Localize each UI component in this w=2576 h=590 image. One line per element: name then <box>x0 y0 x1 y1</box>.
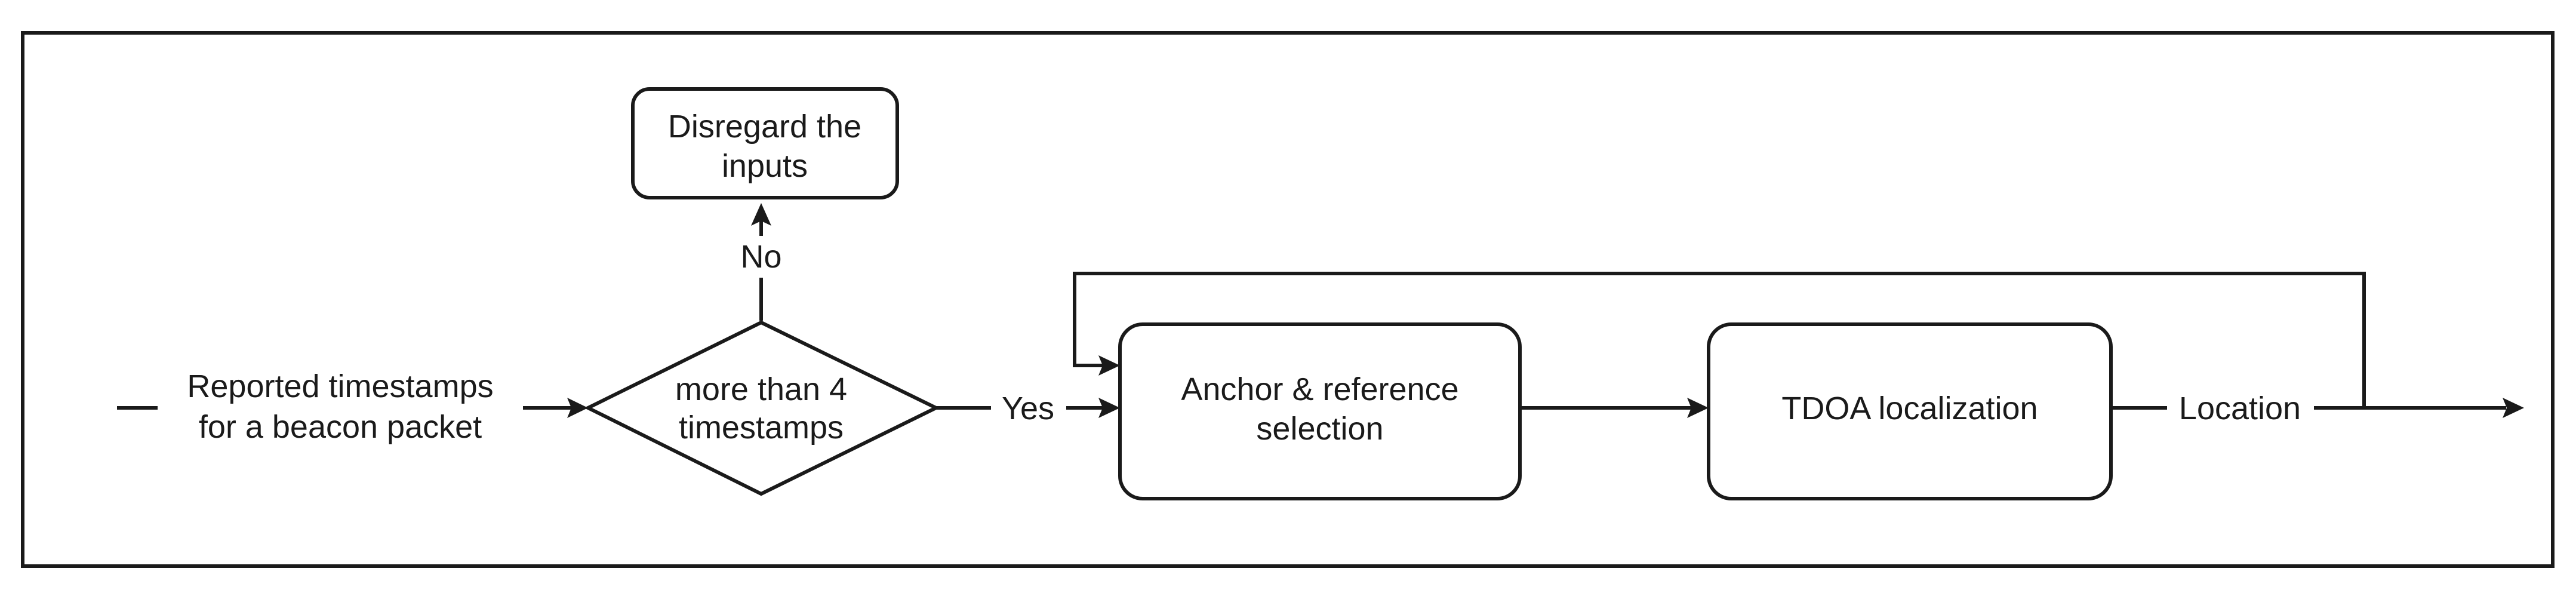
edge-label-no: No <box>740 239 781 275</box>
input-label-line1: Reported timestamps <box>187 368 493 404</box>
disregard-label-line2: inputs <box>722 148 808 184</box>
tdoa-localization-label: TDOA localization <box>1781 391 2038 426</box>
anchor-selection-label-line2: selection <box>1256 411 1383 447</box>
feedback-loop-line <box>1073 272 2366 408</box>
decision-to-disregard-arrowhead <box>751 203 771 226</box>
decision-to-anchor-arrowhead <box>1098 398 1120 418</box>
disregard-label-line1: Disregard the <box>668 109 861 145</box>
decision-label-line1: more than 4 <box>675 371 847 407</box>
edge-label-yes: Yes <box>1002 391 1054 426</box>
tdoa-localization-box <box>1707 322 2113 500</box>
anchor-to-tdoa-arrowhead <box>1687 398 1709 418</box>
input-to-decision-arrowhead <box>567 398 588 418</box>
decision-diamond <box>584 320 940 496</box>
anchor-selection-box <box>1118 322 1522 500</box>
output-arrowhead <box>2503 398 2524 418</box>
feedback-loop-arrowhead <box>1098 355 1120 376</box>
anchor-selection-label-line1: Anchor & reference <box>1181 371 1458 407</box>
decision-label-line2: timestamps <box>679 410 844 445</box>
input-label-line2: for a beacon packet <box>199 409 482 445</box>
edge-label-location: Location <box>2179 391 2301 426</box>
disregard-box <box>631 87 899 199</box>
